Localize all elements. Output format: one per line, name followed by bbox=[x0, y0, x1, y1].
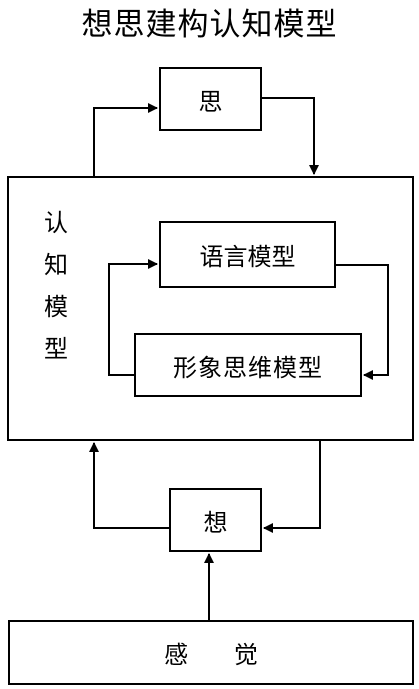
language-model-node: 语言模型 bbox=[159, 221, 336, 288]
xiang-node-label: 想 bbox=[203, 508, 228, 537]
image-thinking-model-node: 形象思维模型 bbox=[134, 333, 362, 397]
si-node: 思 bbox=[159, 67, 262, 131]
language-model-label: 语言模型 bbox=[199, 243, 296, 271]
perception-node-label: 感 觉 bbox=[164, 641, 258, 669]
arrow-model-to-si bbox=[93, 103, 158, 176]
cognitive-model-label-char: 认 bbox=[44, 209, 68, 237]
arrow-model-to-xiang bbox=[263, 441, 321, 533]
arrow-xiang-to-model bbox=[89, 442, 169, 529]
si-node-label: 思 bbox=[198, 87, 223, 116]
diagram-title: 想思建构认知模型 bbox=[81, 7, 338, 43]
image-thinking-model-label: 形象思维模型 bbox=[173, 353, 323, 382]
cognitive-model-label-char: 模 bbox=[44, 293, 68, 321]
perception-node: 感 觉 bbox=[8, 620, 414, 685]
xiang-node: 想 bbox=[169, 488, 262, 552]
arrow-si-to-model bbox=[262, 97, 319, 175]
cognitive-model-label: 认 知 模 型 bbox=[36, 202, 76, 370]
cognitive-model-label-char: 型 bbox=[44, 335, 68, 363]
cognitive-model-label-char: 知 bbox=[44, 251, 68, 279]
